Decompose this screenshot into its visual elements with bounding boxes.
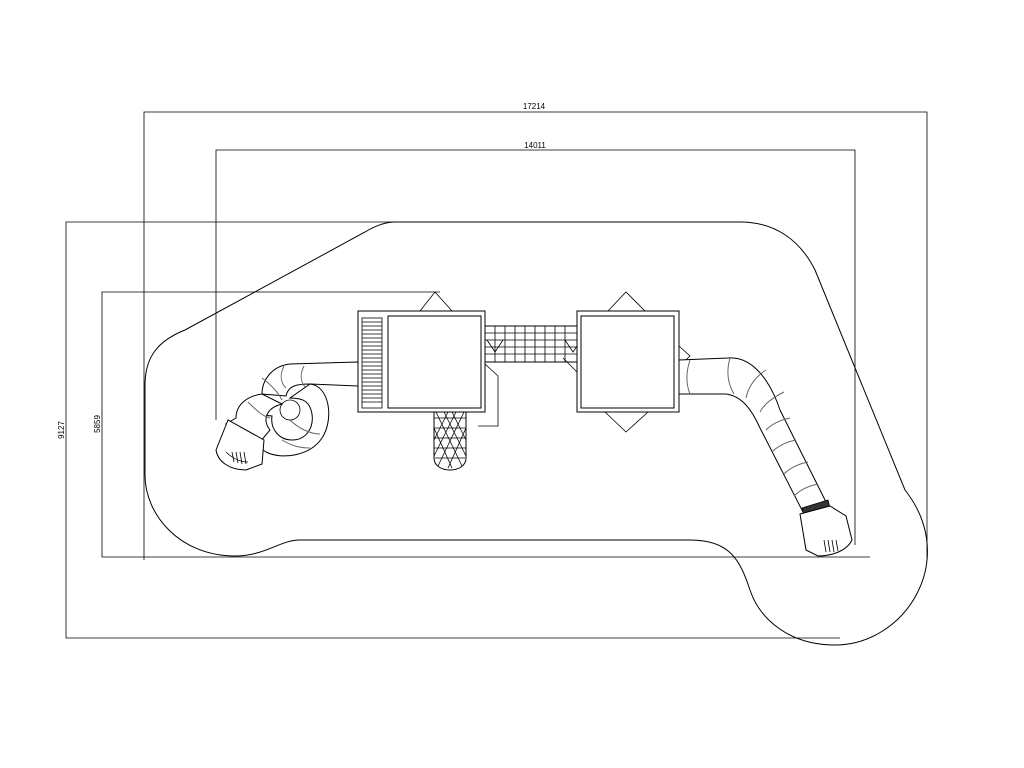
dimension-overall-width: 17214: [143, 102, 928, 560]
right-slide-exit-grip: [823, 539, 839, 553]
left-tower-ladder: [362, 321, 382, 403]
left-tower: [357, 291, 499, 427]
net-climber: [433, 411, 467, 471]
right-tower: [562, 291, 691, 433]
net-bridge: [484, 325, 578, 363]
dimension-overall-depth: 9127: [57, 221, 840, 639]
dimension-inner-width-label: 14011: [524, 141, 546, 150]
right-curved-tube-slide: [678, 357, 853, 557]
dimension-inner-width: 14011: [215, 141, 856, 545]
dimension-overall-width-label: 17214: [523, 102, 546, 111]
left-slide-exit-grip: [231, 451, 247, 465]
safety-zone-outline: [144, 221, 928, 646]
left-spiral-tube-slide: [215, 361, 359, 471]
dimension-inner-depth-label: 5859: [93, 415, 102, 433]
dimension-overall-depth-label: 9127: [57, 421, 66, 439]
dimension-inner-depth: 5859: [93, 291, 870, 558]
